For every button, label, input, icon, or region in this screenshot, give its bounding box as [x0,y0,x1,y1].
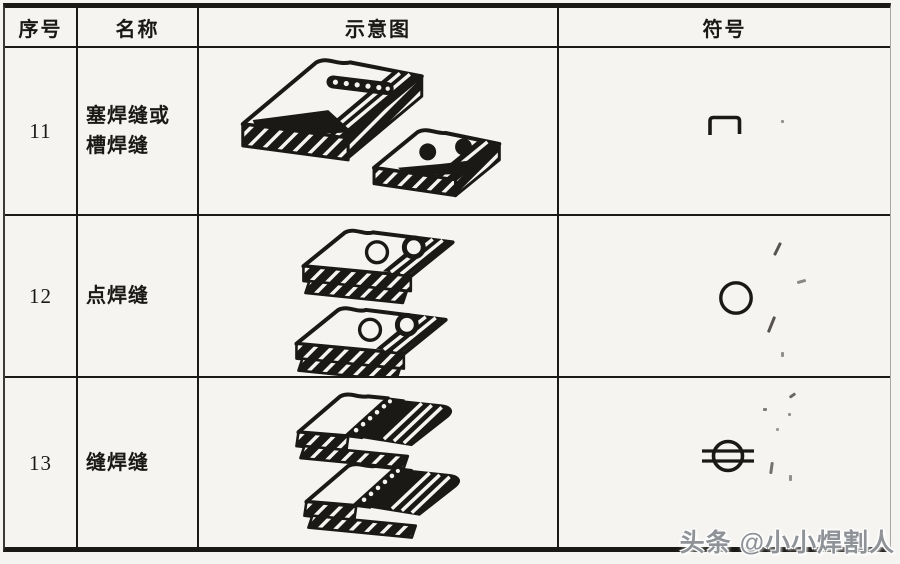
row-12-name: 点焊缝 [78,216,199,378]
weld-symbols-table: 序号 名称 示意图 符号 11 塞焊缝或槽焊缝 [3,3,891,552]
spot-weld-symbol-icon [719,281,753,315]
spot-weld-diagram-icon [199,216,557,376]
scan-speck [788,413,791,416]
row-12-number: 12 [5,216,78,378]
plug-slot-weld-diagram-icon [240,58,502,198]
scan-speck [781,352,784,357]
header-diagram-label: 示意图 [345,18,411,41]
header-symbol-label: 符号 [702,18,747,41]
watermark-toutiao: 头条 @小小焊割人 [679,529,895,557]
row-12-number-text: 12 [29,283,52,308]
plug-weld-symbol-icon [708,115,742,135]
row-12-symbol [559,216,890,378]
scan-speck [781,120,784,123]
scan-speck [789,475,792,481]
scan-speck [763,408,767,411]
row-13-diagram [199,378,559,548]
row-13-name: 缝焊缝 [78,378,199,548]
header-number-label: 序号 [18,18,63,41]
seam-weld-symbol-icon [702,439,754,473]
header-name: 名称 [78,8,199,48]
row-13-number-text: 13 [29,450,52,475]
row-13-name-text: 缝焊缝 [86,452,149,474]
row-11-number-text: 11 [29,118,52,143]
header-name-label: 名称 [115,18,160,41]
header-number: 序号 [5,8,78,48]
row-11-number: 11 [5,48,78,216]
row-11-symbol [559,48,890,216]
row-12-name-text: 点焊缝 [86,285,149,307]
scan-speck [776,428,779,431]
row-11-name: 塞焊缝或槽焊缝 [78,48,199,216]
row-12-diagram [199,216,559,378]
header-diagram: 示意图 [199,8,559,48]
row-13-number: 13 [5,378,78,548]
row-13-symbol [559,378,890,548]
row-11-name-text: 塞焊缝或槽焊缝 [86,105,170,157]
seam-weld-diagram-icon [294,392,463,540]
header-symbol: 符号 [559,8,890,48]
row-11-diagram [199,48,559,216]
